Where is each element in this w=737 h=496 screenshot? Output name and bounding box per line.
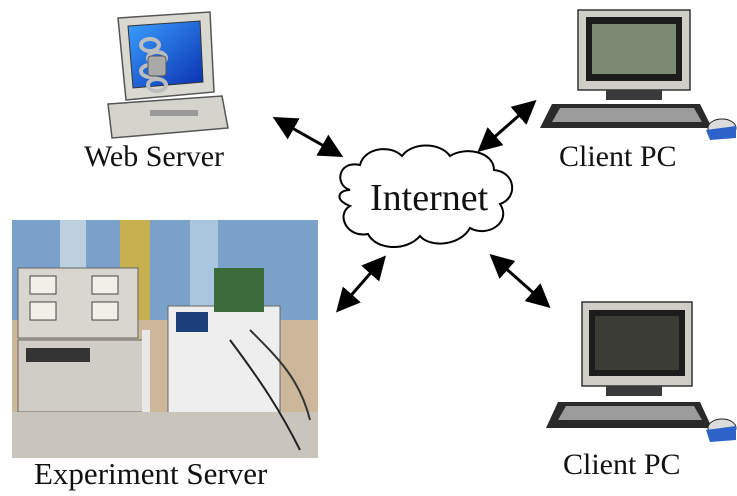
client-pc-bottom-label: Client PC [563, 448, 681, 481]
experiment-server-photo [12, 220, 318, 458]
arrow-web-server-internet [272, 117, 344, 157]
experiment-server-label: Experiment Server [34, 456, 268, 491]
internet-label: Internet [370, 177, 489, 219]
web-server-label: Web Server [84, 140, 225, 173]
client-pc-icon [540, 9, 737, 140]
client-pc-icon [546, 301, 737, 442]
client-pc-top-label: Client PC [559, 140, 677, 173]
arrow-client-bottom-internet [489, 254, 551, 308]
arrow-client-top-internet [477, 100, 537, 152]
arrow-experiment-server-internet [336, 255, 386, 313]
cloud-icon [338, 144, 514, 249]
web-server-icon [107, 11, 229, 139]
